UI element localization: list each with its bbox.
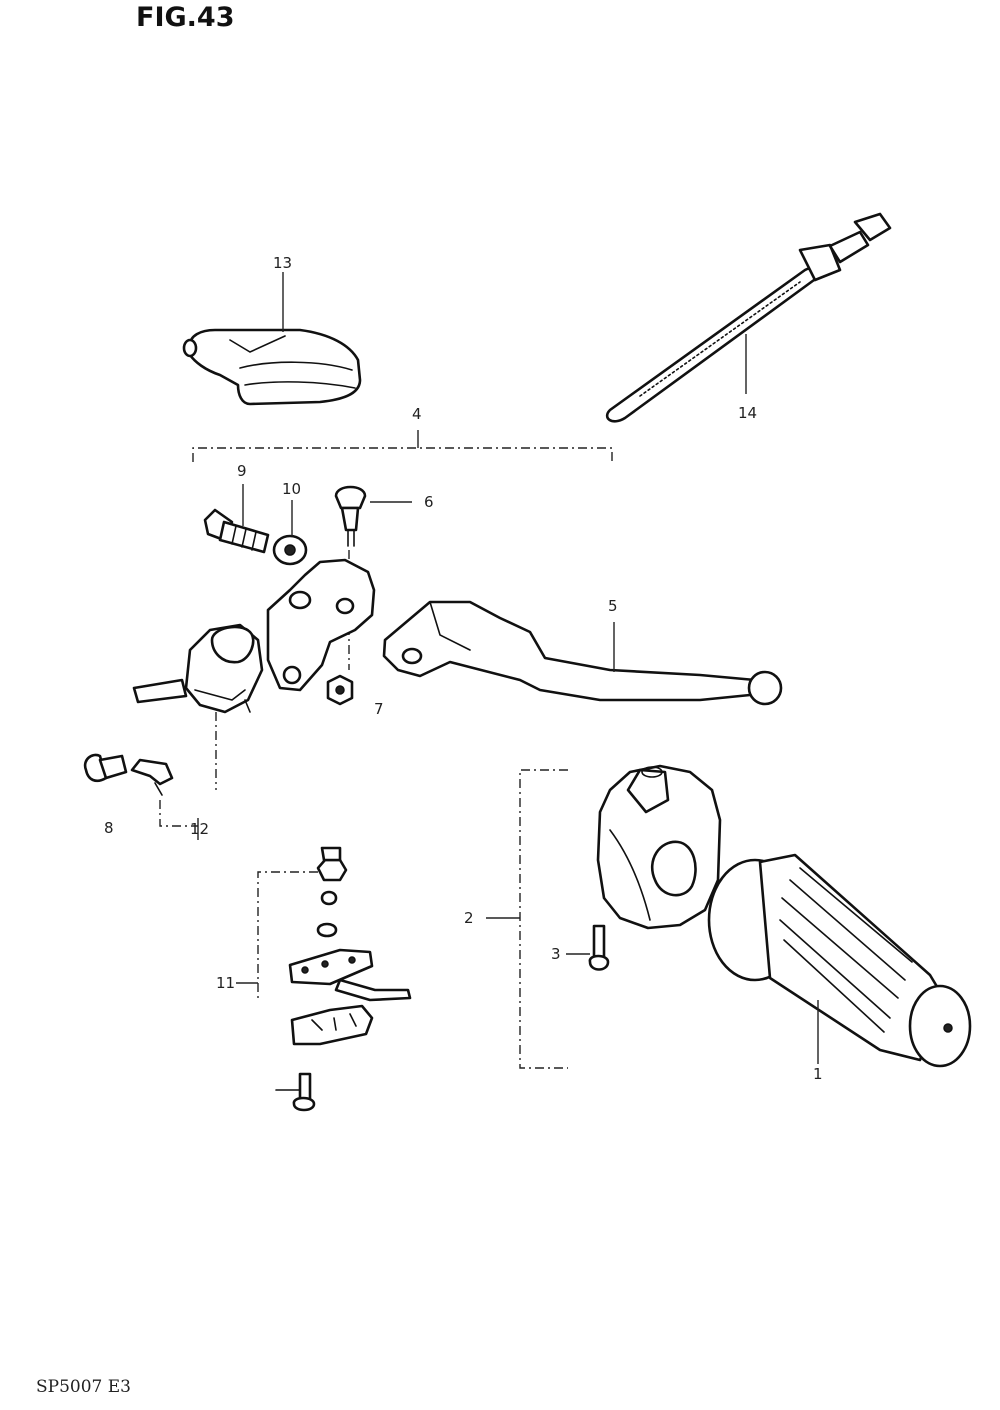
callout-4: 4 xyxy=(412,405,422,423)
callout-10: 10 xyxy=(282,480,302,498)
callout-11: 11 xyxy=(216,974,236,992)
clutch-lever-part-5 xyxy=(382,600,783,706)
lever-holder-assembly xyxy=(132,558,376,714)
callout-14: 14 xyxy=(738,404,758,422)
bracket-4 xyxy=(192,447,613,462)
switch-block-part-11d xyxy=(290,1004,374,1046)
bracket-2 xyxy=(519,769,568,1069)
figure-title: FIG.43 xyxy=(136,2,235,33)
lever-cover-part-13 xyxy=(182,328,362,406)
callout-6: 6 xyxy=(424,493,434,511)
drawing-code: SP5007 E3 xyxy=(36,1377,131,1397)
switch-screw-part-11e xyxy=(275,1072,316,1112)
housing-part-2 xyxy=(596,764,722,930)
callout-8: 8 xyxy=(104,819,114,837)
callout-3: 3 xyxy=(551,945,561,963)
screw-part-3 xyxy=(588,924,610,971)
callout-12: 12 xyxy=(190,820,210,838)
screw-part-6 xyxy=(334,485,367,547)
bolt-part-8 xyxy=(83,753,128,783)
callout-1: 1 xyxy=(813,1065,823,1083)
grip-part-1 xyxy=(707,853,972,1068)
callout-7: 7 xyxy=(374,700,384,718)
callout-9: 9 xyxy=(237,462,247,480)
spring-part-11b xyxy=(316,890,338,938)
clip-part-12 xyxy=(130,758,174,796)
switch-screw-part-11a xyxy=(316,846,348,882)
nut-part-10 xyxy=(272,534,308,566)
bracket-11 xyxy=(257,871,318,1000)
bracket-12 xyxy=(159,800,198,827)
callout-2: 2 xyxy=(464,909,474,927)
switch-plate-part-11c xyxy=(288,948,412,1002)
bolt-part-9 xyxy=(203,508,270,554)
nut-part-7 xyxy=(326,674,354,706)
cable-band-part-14 xyxy=(605,212,892,423)
callout-5: 5 xyxy=(608,597,618,615)
callout-13: 13 xyxy=(273,254,293,272)
